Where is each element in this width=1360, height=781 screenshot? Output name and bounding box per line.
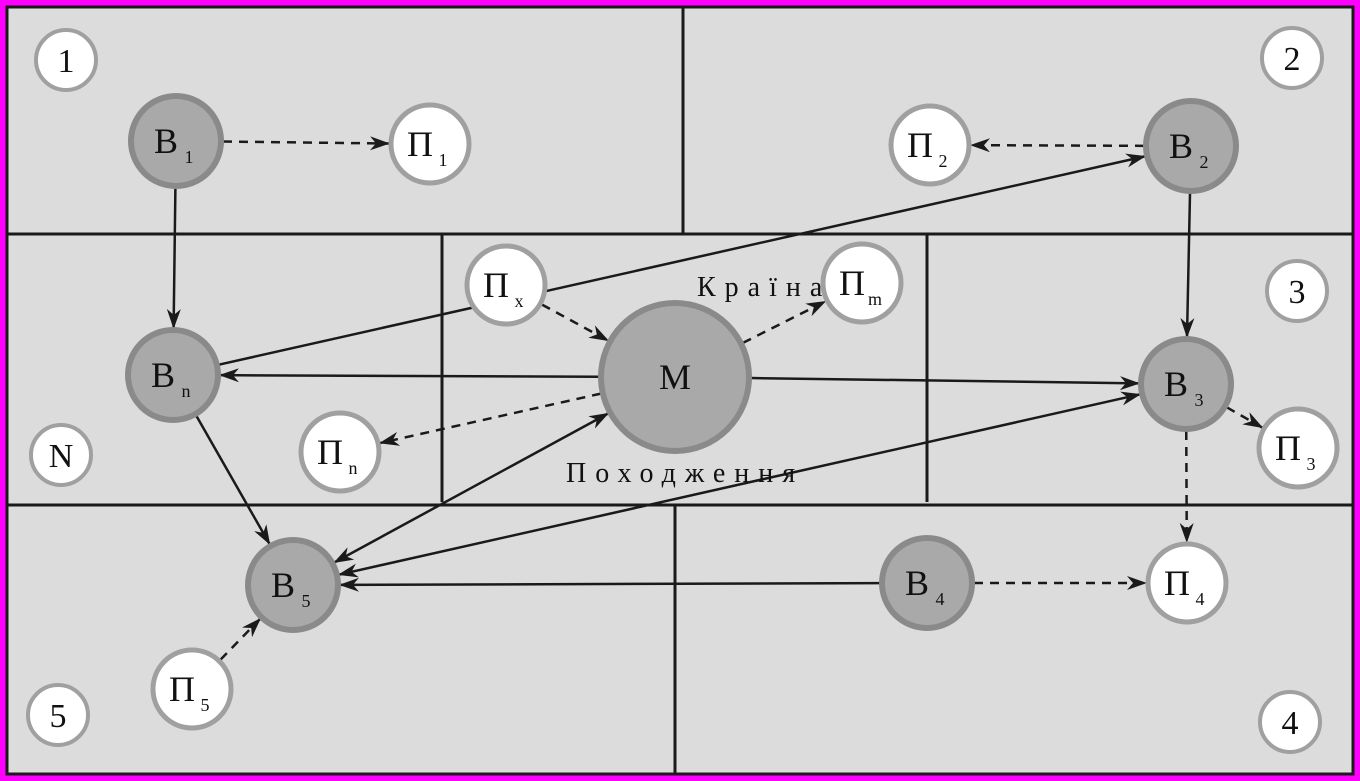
node-p2-subscript: 2 (939, 151, 948, 171)
node-pn-circle (298, 410, 382, 494)
edge-b3-p3 (1226, 406, 1264, 429)
node-b4-label: В (905, 563, 929, 603)
node-px-circle (464, 243, 548, 327)
origin-caption: Походження (566, 458, 804, 489)
edge-b3-p4 (1179, 430, 1194, 544)
region-label-1: 1 (58, 43, 75, 80)
node-p4-label: П (1164, 563, 1190, 603)
region-label-5: 5 (50, 698, 67, 735)
node-p3-subscript: 3 (1307, 454, 1316, 474)
region-marker-2: 2 (1260, 26, 1324, 90)
node-b3-subscript: 3 (1195, 390, 1204, 410)
region-label-2: 2 (1284, 41, 1301, 78)
node-p1-subscript: 1 (439, 150, 448, 170)
node-p3-label: П (1275, 428, 1301, 468)
node-m-label: М (659, 357, 691, 397)
node-pn-label: П (317, 432, 343, 472)
node-b5-subscript: 5 (302, 591, 311, 611)
node-b2-label: В (1169, 126, 1193, 166)
edge-bn-b2 (218, 153, 1147, 366)
edge-b1-p1 (222, 136, 391, 151)
edge-b5-b3 (337, 391, 1142, 578)
node-b1-label: В (154, 121, 178, 161)
node-p5-circle (150, 647, 234, 731)
node-b1-circle (128, 93, 224, 189)
node-p2-circle (888, 103, 972, 187)
region-label-3: 3 (1289, 274, 1306, 311)
node-p4-circle (1145, 541, 1229, 625)
region-marker-5: 5 (26, 683, 90, 747)
node-bn-subscript: n (182, 381, 191, 401)
edge-b1-bn (166, 187, 181, 330)
node-pn-subscript: n (349, 458, 358, 478)
node-bn-label: В (151, 355, 175, 395)
region-marker-n: N (29, 423, 93, 487)
node-p5-label: П (169, 669, 195, 709)
region-label-4: 4 (1282, 705, 1299, 742)
edge-m-b3 (750, 376, 1141, 391)
node-pm-label: П (839, 263, 865, 303)
node-b4-subscript: 4 (936, 589, 945, 609)
edge-b2-p2 (969, 138, 1145, 153)
node-b3-circle (1138, 336, 1234, 432)
region-marker-4: 4 (1258, 690, 1322, 754)
region-marker-1: 1 (34, 28, 98, 92)
node-px-label: П (483, 265, 509, 305)
region-markers: 1 2 3 N 5 4 (26, 26, 1329, 754)
country-caption: Країна (697, 272, 831, 303)
node-m: М (598, 300, 752, 454)
node-m-circle (598, 300, 752, 454)
node-b2-subscript: 2 (1200, 152, 1209, 172)
edge-m-bn (218, 368, 600, 383)
node-b5-circle (245, 537, 341, 633)
node-p1-label: П (407, 124, 433, 164)
edge-b2-b3 (1180, 192, 1195, 339)
edge-b4-b5 (338, 577, 881, 592)
node-b1-subscript: 1 (185, 147, 194, 167)
node-pm-subscript: m (868, 289, 882, 309)
node-b2-circle (1143, 98, 1239, 194)
node-p2-label: П (907, 125, 933, 165)
node-px-subscript: x (515, 291, 524, 311)
node-p5-subscript: 5 (201, 695, 210, 715)
node-bn-circle (125, 327, 221, 423)
node-p3-circle (1256, 406, 1340, 490)
edges (166, 136, 1264, 661)
node-pm-circle (820, 241, 904, 325)
region-marker-3: 3 (1265, 259, 1329, 323)
edge-px-m (541, 303, 610, 342)
node-p4-subscript: 4 (1196, 589, 1205, 609)
region-label-n: N (49, 438, 74, 475)
node-p1-circle (388, 102, 472, 186)
node-b5-label: В (271, 565, 295, 605)
node-b4-circle (879, 535, 975, 631)
edge-bn-b5 (195, 415, 271, 546)
node-b3-label: В (1164, 364, 1188, 404)
